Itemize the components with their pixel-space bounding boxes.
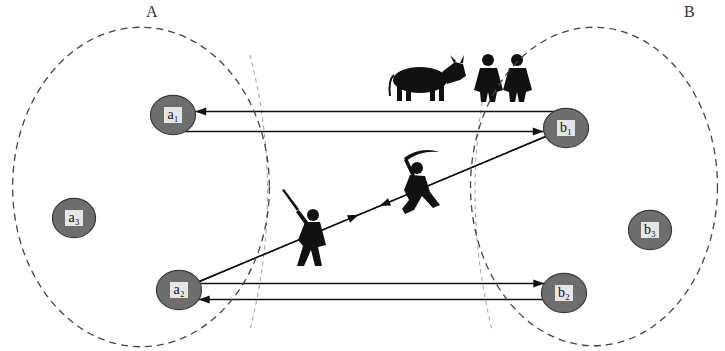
member-ellipse: a₃ xyxy=(52,198,96,238)
label-holder: a₃ xyxy=(52,198,96,238)
people-figures xyxy=(474,54,532,102)
arrow-line xyxy=(199,137,545,282)
member-label: a₁ xyxy=(164,107,181,123)
arrow-head xyxy=(533,128,544,136)
region-label: B xyxy=(684,3,695,21)
arrow-line xyxy=(199,299,543,300)
member-ellipse: a₁ xyxy=(150,95,196,135)
label-holder: a₁ xyxy=(150,95,196,135)
dashed-outline xyxy=(10,24,272,350)
dashed-outline xyxy=(468,24,720,349)
warrior-figure xyxy=(282,189,326,266)
flow-arrow xyxy=(199,137,545,282)
member-ellipse: b₁ xyxy=(543,108,589,148)
flow-arrow xyxy=(199,296,543,304)
member-label: a₃ xyxy=(65,210,82,226)
arrow-head xyxy=(195,108,206,116)
warrior-figure xyxy=(402,150,440,214)
member-label: b₁ xyxy=(557,120,575,136)
arrow-line xyxy=(195,111,554,112)
member-label: a₂ xyxy=(170,282,187,298)
inner-arc xyxy=(250,55,268,330)
region-circle: Bb₁b₃b₂ xyxy=(468,24,720,349)
cow-figure xyxy=(390,55,467,101)
label-holder: b₃ xyxy=(628,210,672,250)
label-holder: b₂ xyxy=(541,273,587,313)
member-label: b₃ xyxy=(641,222,659,238)
label-holder: b₁ xyxy=(543,108,589,148)
arrow-head xyxy=(379,198,391,206)
arrow-line xyxy=(200,283,544,284)
region-circle: Aa₁a₃a₂ xyxy=(10,24,272,350)
flow-arrow xyxy=(185,128,544,136)
flow-arrow xyxy=(195,108,554,116)
arrow-line xyxy=(185,131,544,132)
label-holder: a₂ xyxy=(156,270,202,310)
member-ellipse: b₃ xyxy=(628,210,672,250)
arrow-line xyxy=(199,137,545,282)
flow-arrow xyxy=(199,137,545,282)
member-ellipse: b₂ xyxy=(541,273,587,313)
flow-arrow xyxy=(200,280,544,288)
member-ellipse: a₂ xyxy=(156,270,202,310)
region-label: A xyxy=(146,3,158,21)
member-label: b₂ xyxy=(555,285,573,301)
